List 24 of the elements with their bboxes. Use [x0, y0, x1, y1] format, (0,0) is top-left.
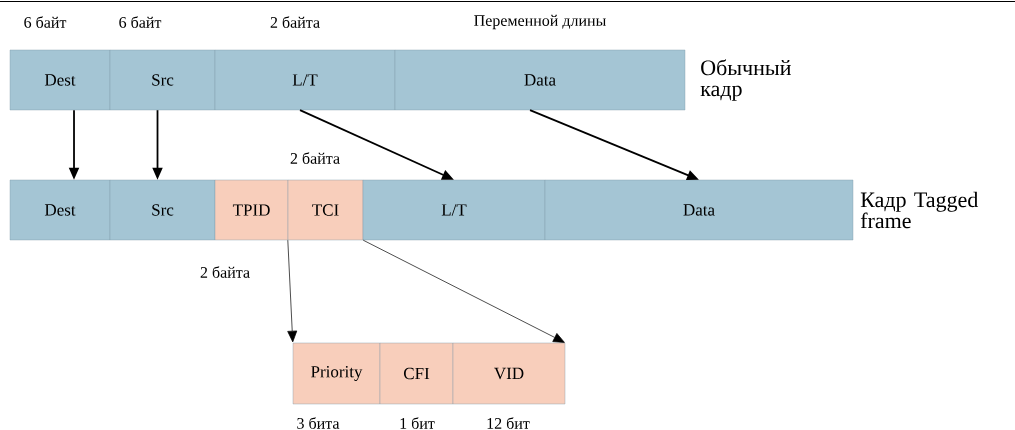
frame-field: VID: [452, 342, 566, 405]
size-label: 2 байта: [270, 16, 320, 28]
size-label: 3 бита: [297, 417, 340, 429]
size-label: Переменной длины: [474, 14, 606, 30]
arrow: [287, 239, 298, 343]
frame-field: Data: [544, 179, 854, 241]
frame-field: Data: [394, 49, 686, 111]
size-label: 1 бит: [400, 417, 435, 429]
size-label: 6 байт: [24, 16, 67, 28]
frame-field: L/T: [214, 49, 396, 111]
arrow: [362, 239, 565, 343]
size-label: 12 бит: [487, 417, 530, 429]
frame-field: Priority: [292, 342, 381, 405]
frame-field: TCI: [287, 179, 364, 241]
size-label: 6 байт: [119, 16, 162, 28]
size-label: 2 байта: [290, 152, 340, 164]
frame-field: Src: [109, 49, 216, 111]
frame-field: CFI: [379, 342, 454, 405]
frame-field: Dest: [9, 179, 111, 241]
frame-field: L/T: [362, 179, 546, 241]
frame-field: Src: [109, 179, 216, 241]
size-label: 2 байта: [200, 266, 250, 278]
frame-field: Dest: [9, 49, 111, 111]
frame-field: TPID: [214, 179, 289, 241]
